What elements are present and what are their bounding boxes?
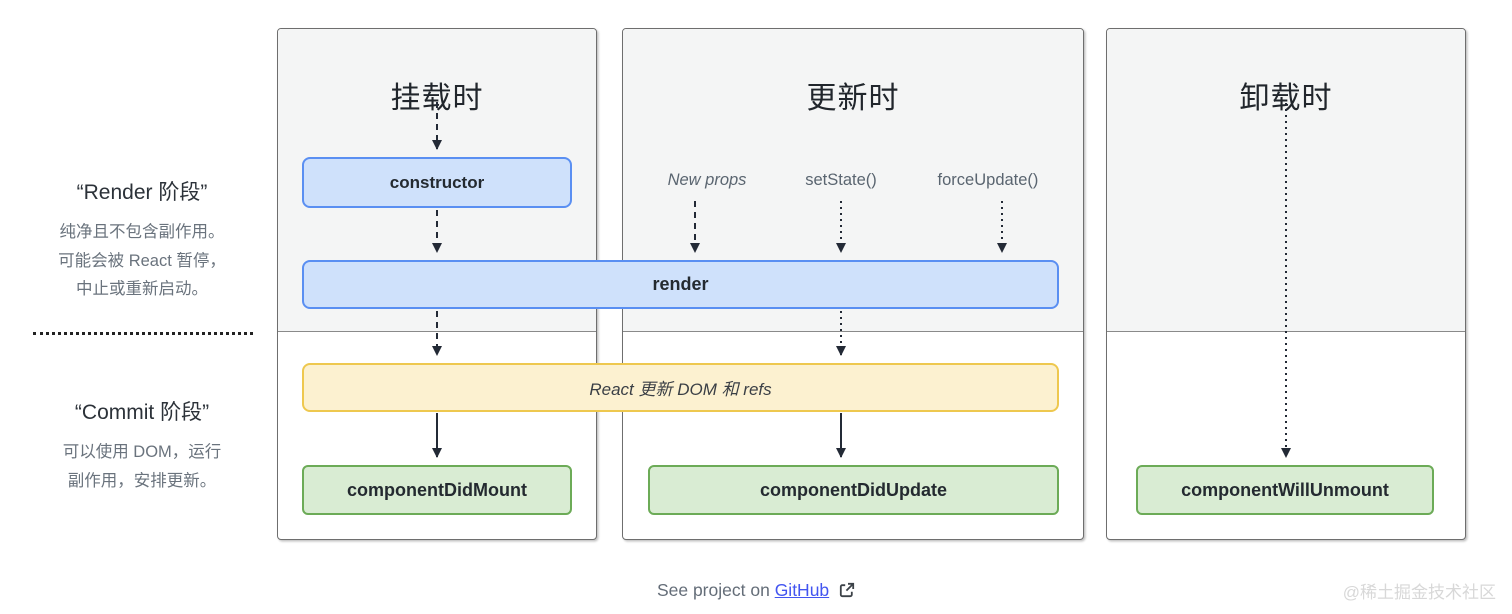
render-phase-legend: “Render 阶段” 纯净且不包含副作用。 可能会被 React 暂停， 中止… [12, 176, 272, 304]
component-did-mount-box[interactable]: componentDidMount [302, 465, 572, 515]
juejin-watermark: @稀土掘金技术社区 [1342, 583, 1496, 602]
force-update-label: forceUpdate() [937, 171, 1039, 189]
commit-phase-title: “Commit 阶段” [74, 401, 210, 424]
unmounting-column-panel: 卸载时 [1106, 28, 1466, 540]
updating-column-title: 更新时 [806, 82, 900, 115]
render-phase-title: “Render 阶段” [76, 181, 208, 204]
set-state-label: setState() [805, 171, 877, 189]
component-will-unmount-box[interactable]: componentWillUnmount [1136, 465, 1434, 515]
constructor-box[interactable]: constructor [302, 157, 572, 208]
phase-divider-dotted-line [33, 332, 253, 335]
external-link-icon[interactable] [839, 582, 855, 603]
unmounting-column-title: 卸载时 [1239, 82, 1333, 115]
mounting-column-title: 挂载时 [390, 82, 484, 115]
commit-phase-desc-line: 副作用，安排更新。 [67, 471, 217, 490]
footer: See project on GitHub [0, 580, 1512, 603]
render-phase-desc-line: 可能会被 React 暂停， [58, 251, 226, 270]
react-updates-dom-box: React 更新 DOM 和 refs [302, 363, 1059, 412]
footer-text: See project on [656, 580, 770, 600]
render-phase-desc-line: 纯净且不包含副作用。 [59, 223, 225, 241]
new-props-label: New props [667, 171, 747, 189]
component-did-update-box[interactable]: componentDidUpdate [648, 465, 1059, 515]
commit-phase-legend: “Commit 阶段” 可以使用 DOM，运行 副作用，安排更新。 [12, 396, 272, 495]
commit-phase-desc-line: 可以使用 DOM，运行 [62, 443, 222, 461]
render-phase-desc-line: 中止或重新启动。 [76, 280, 208, 298]
github-link[interactable]: GitHub [774, 580, 830, 600]
render-box[interactable]: render [302, 260, 1059, 309]
